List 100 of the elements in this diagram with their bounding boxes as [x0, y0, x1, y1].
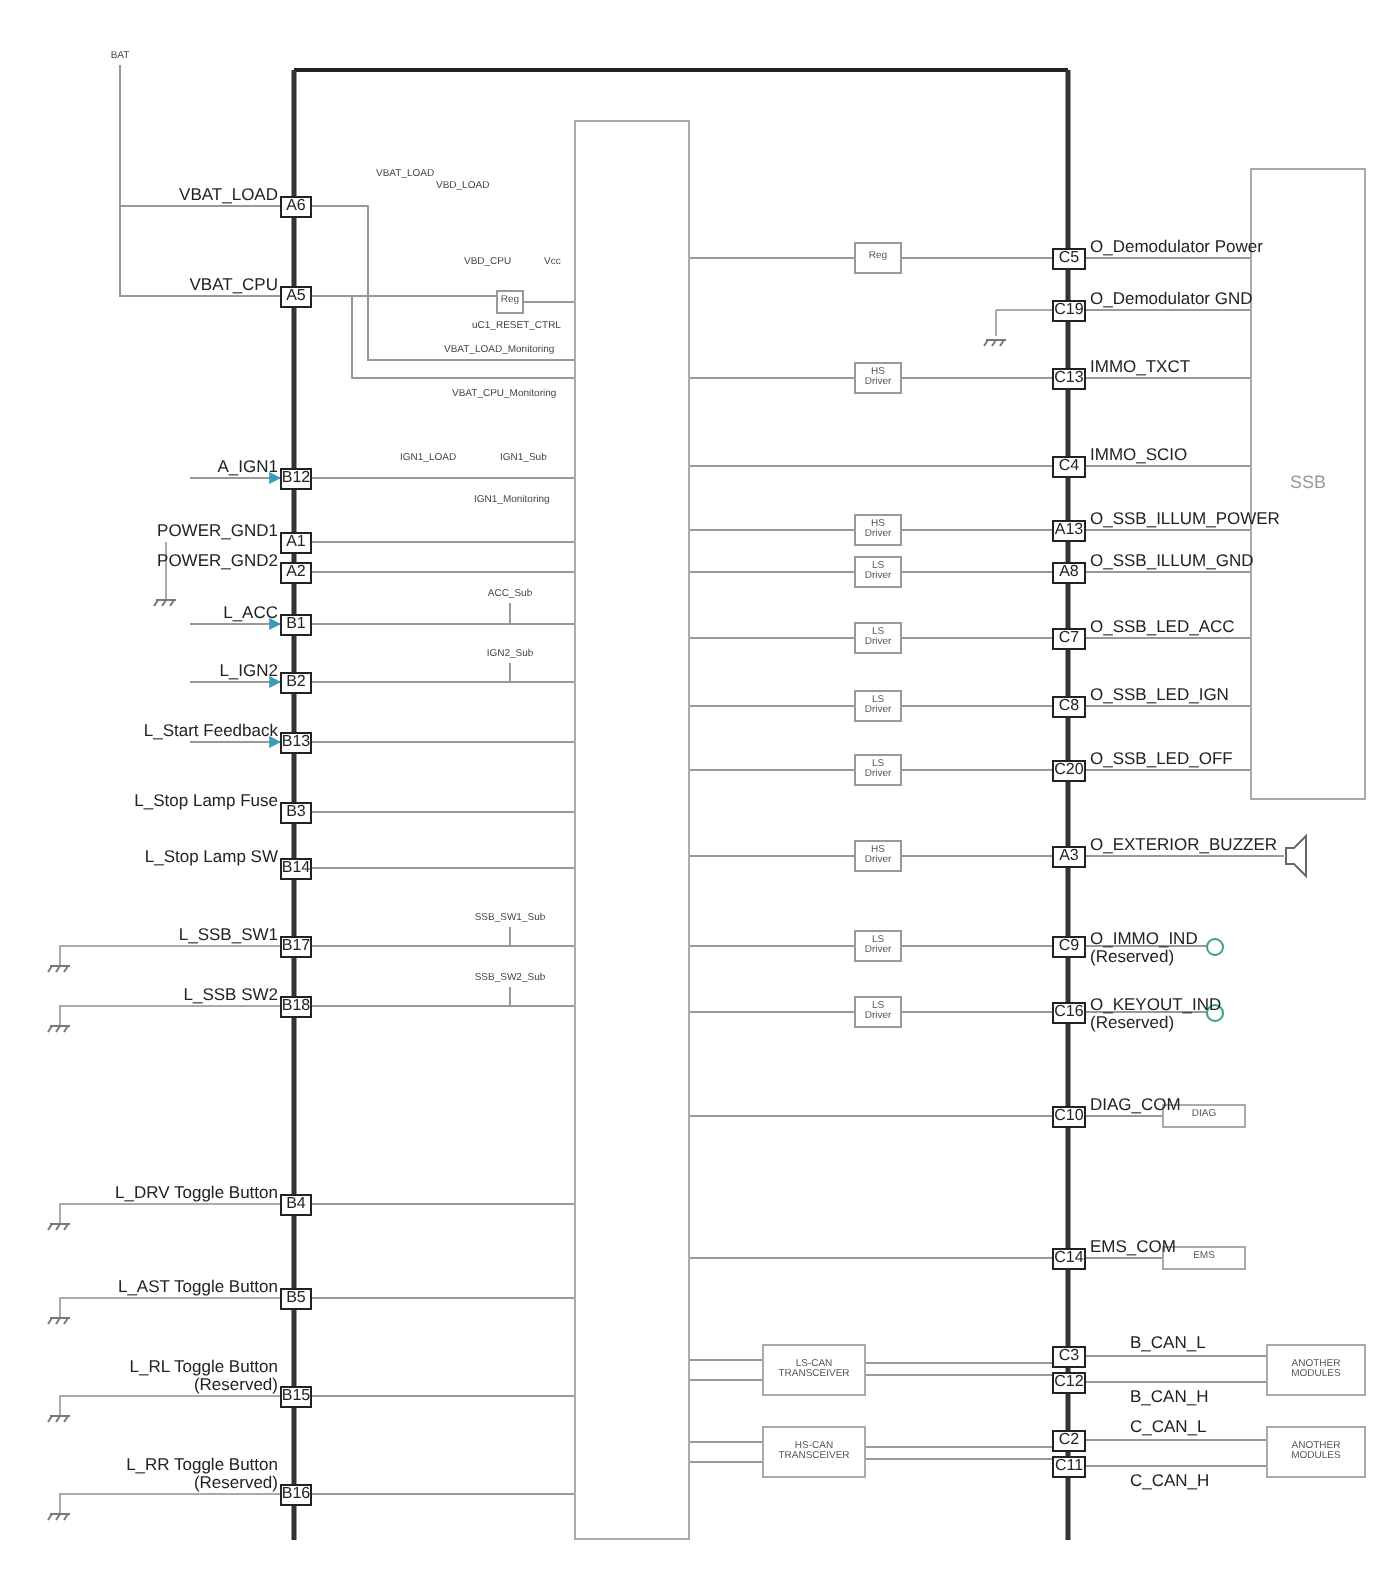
wire	[311, 541, 575, 543]
wire	[865, 1458, 1053, 1460]
wire	[901, 855, 1053, 857]
wire	[311, 1395, 575, 1397]
wire	[901, 377, 1053, 379]
wire	[1085, 769, 1251, 771]
pin-box: A6	[280, 195, 312, 217]
wire	[901, 945, 1053, 947]
wire	[311, 477, 575, 479]
signal-name: O_SSB_LED_ACC	[1090, 618, 1235, 636]
wire	[1085, 529, 1251, 531]
wire	[689, 1441, 763, 1443]
pin-box: A5	[280, 285, 312, 307]
pin-box: A13	[1052, 519, 1086, 541]
pin-box: B3	[280, 801, 312, 823]
wire	[1085, 705, 1251, 707]
wire	[901, 705, 1053, 707]
wire	[689, 529, 855, 531]
pin-box: C7	[1052, 627, 1086, 649]
wire	[1085, 465, 1251, 467]
pin-box: C8	[1052, 695, 1086, 717]
signal-name: L_DRV Toggle Button	[115, 1184, 278, 1202]
pin-box: B4	[280, 1193, 312, 1215]
signal-name: L_SSB_SW1	[178, 926, 278, 944]
signal-name: L_Stop Lamp SW	[144, 848, 278, 866]
signal-name: L_IGN2	[219, 662, 278, 680]
signal-name: O_SSB_ILLUM_GND	[1090, 552, 1254, 570]
wire	[689, 571, 855, 573]
wire	[1085, 945, 1207, 947]
pin-box: A1	[280, 531, 312, 553]
wire	[311, 741, 575, 743]
pin-box: C19	[1052, 299, 1086, 321]
pin-box: B17	[280, 935, 312, 957]
pin-box: B14	[280, 857, 312, 879]
wire	[1085, 1355, 1267, 1357]
pin-box: C3	[1052, 1345, 1086, 1367]
signal-name: O_SSB_LED_OFF	[1090, 750, 1233, 768]
pin-box: B16	[280, 1483, 312, 1505]
wire	[901, 529, 1053, 531]
signal-name: IMMO_TXCT	[1090, 358, 1191, 376]
wire	[1085, 1439, 1267, 1441]
wire	[689, 377, 855, 379]
wire	[119, 64, 281, 297]
wire	[1085, 1257, 1163, 1259]
wire	[901, 257, 1053, 259]
wire	[689, 769, 855, 771]
wire	[1085, 1381, 1267, 1383]
signal-name: L_SSB SW2	[183, 986, 278, 1004]
signal-name: O_IMMO_IND (Reserved)	[1090, 930, 1200, 966]
wire	[311, 571, 575, 573]
edge-label: B_CAN_L	[1130, 1332, 1206, 1352]
wire	[311, 867, 575, 869]
arrow	[189, 618, 282, 630]
wire	[311, 205, 575, 361]
wire	[689, 1011, 855, 1013]
signal-name: L_ACC	[223, 604, 278, 622]
pin-box: C16	[1052, 1001, 1086, 1023]
edge-label: C_CAN_L	[1130, 1416, 1207, 1436]
arrow	[189, 472, 282, 484]
pin-box: B12	[280, 467, 312, 489]
signal-name: VBAT_LOAD	[179, 186, 278, 204]
wire	[1085, 637, 1251, 639]
wire	[1085, 257, 1251, 259]
signal-name: VBAT_CPU	[189, 276, 278, 294]
wire	[689, 257, 855, 259]
pin-box: B13	[280, 731, 312, 753]
signal-name: O_Demodulator Power	[1090, 238, 1263, 256]
wire	[311, 1297, 575, 1299]
wire	[1085, 571, 1251, 573]
signal-name: A_IGN1	[217, 458, 278, 476]
signal-name: L_RL Toggle Button (Reserved)	[127, 1358, 278, 1394]
pin-box: C4	[1052, 455, 1086, 477]
wire	[311, 811, 575, 813]
wire	[865, 1362, 1053, 1364]
wire	[689, 1359, 763, 1361]
pin-box: B15	[280, 1385, 312, 1407]
wire	[901, 769, 1053, 771]
wire	[689, 705, 855, 707]
edge-label: B_CAN_H	[1130, 1386, 1209, 1406]
wire	[1085, 855, 1285, 857]
wire	[311, 295, 575, 379]
wire	[1085, 1011, 1207, 1013]
edge-label: C_CAN_H	[1130, 1470, 1210, 1490]
wire	[689, 1379, 763, 1381]
signal-name: L_RR Toggle Button (Reserved)	[124, 1456, 278, 1492]
signal-name: L_AST Toggle Button	[117, 1278, 278, 1296]
wire	[1085, 1115, 1163, 1117]
pin-box: C9	[1052, 935, 1086, 957]
wire	[865, 1374, 1053, 1376]
signal-name: POWER_GND2	[157, 552, 278, 570]
pin-box: A3	[1052, 845, 1086, 867]
pin-box: B5	[280, 1287, 312, 1309]
wire	[901, 1011, 1053, 1013]
wire	[1085, 377, 1251, 379]
wire	[523, 301, 575, 303]
wire	[689, 465, 1053, 467]
wire	[689, 1257, 1053, 1259]
pin-box: C12	[1052, 1371, 1086, 1393]
wire	[689, 855, 855, 857]
signal-name: L_Start Feedback	[143, 722, 278, 740]
